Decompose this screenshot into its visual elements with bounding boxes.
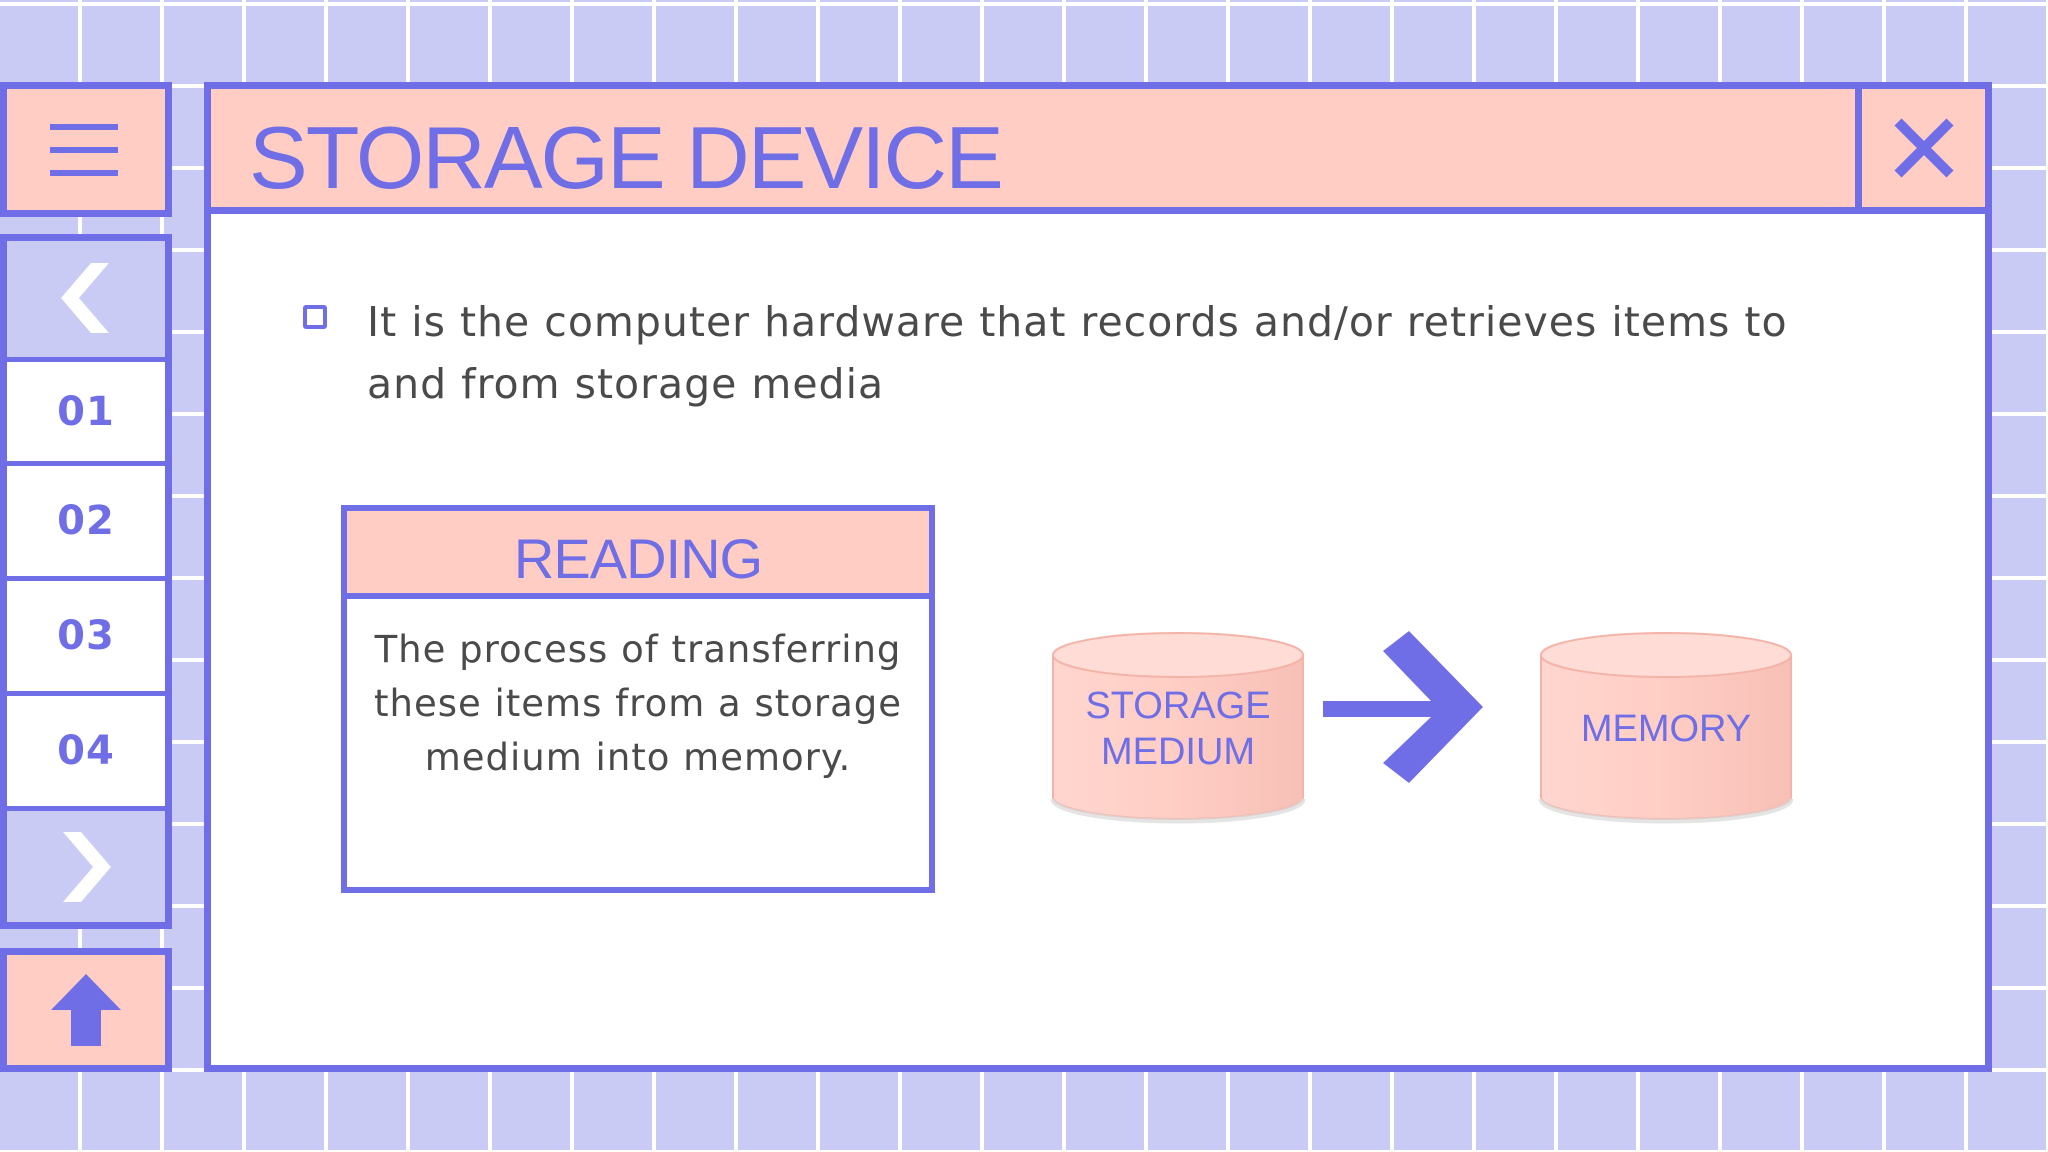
slide-04-label: 04 [57, 728, 115, 774]
chevron-left-icon [61, 262, 109, 333]
scroll-top-button[interactable] [0, 948, 172, 1072]
reading-card-header: READING [347, 511, 929, 599]
chevron-right-icon [63, 831, 111, 902]
close-button[interactable] [1862, 89, 1985, 214]
reading-title: READING [513, 527, 763, 590]
slide-04-button[interactable]: 04 [7, 696, 165, 811]
storage-medium-label: STORAGE MEDIUM [1053, 683, 1303, 775]
hamburger-menu-icon [50, 123, 118, 176]
memory-label: MEMORY [1580, 708, 1752, 750]
title-bar: STORAGE DEVICE [211, 89, 1862, 214]
slide-01-button[interactable]: 01 [7, 357, 165, 466]
arrow-right-icon [1323, 631, 1483, 783]
memory-cylinder [1538, 632, 1794, 824]
next-button[interactable] [7, 811, 165, 922]
slide-03-label: 03 [57, 613, 115, 659]
prev-button[interactable] [7, 241, 165, 354]
storage-medium-cylinder [1050, 632, 1306, 824]
menu-button[interactable] [0, 82, 172, 217]
slide-02-label: 02 [57, 498, 115, 544]
page-title: STORAGE DEVICE [249, 108, 1004, 207]
storage-medium-line1: STORAGE [1085, 685, 1271, 727]
storage-medium-line2: MEDIUM [1100, 731, 1256, 773]
reading-diagram [1050, 631, 1794, 824]
slide-02-button[interactable]: 02 [7, 466, 165, 581]
arrow-up-icon [51, 974, 121, 1046]
slide-03-button[interactable]: 03 [7, 581, 165, 696]
slide-navigation: 01 02 03 04 [0, 234, 172, 929]
reading-description: The process of transferring these items … [373, 628, 902, 779]
checkbox-bullet-icon [303, 305, 327, 329]
bullet-text: It is the computer hardware that records… [367, 298, 1788, 408]
reading-card: READING The process of transferring thes… [341, 505, 935, 893]
close-icon [1893, 118, 1954, 178]
slide-01-label: 01 [57, 388, 115, 435]
slide-window: STORAGE DEVICE It is the computer hardwa… [204, 82, 1992, 1072]
